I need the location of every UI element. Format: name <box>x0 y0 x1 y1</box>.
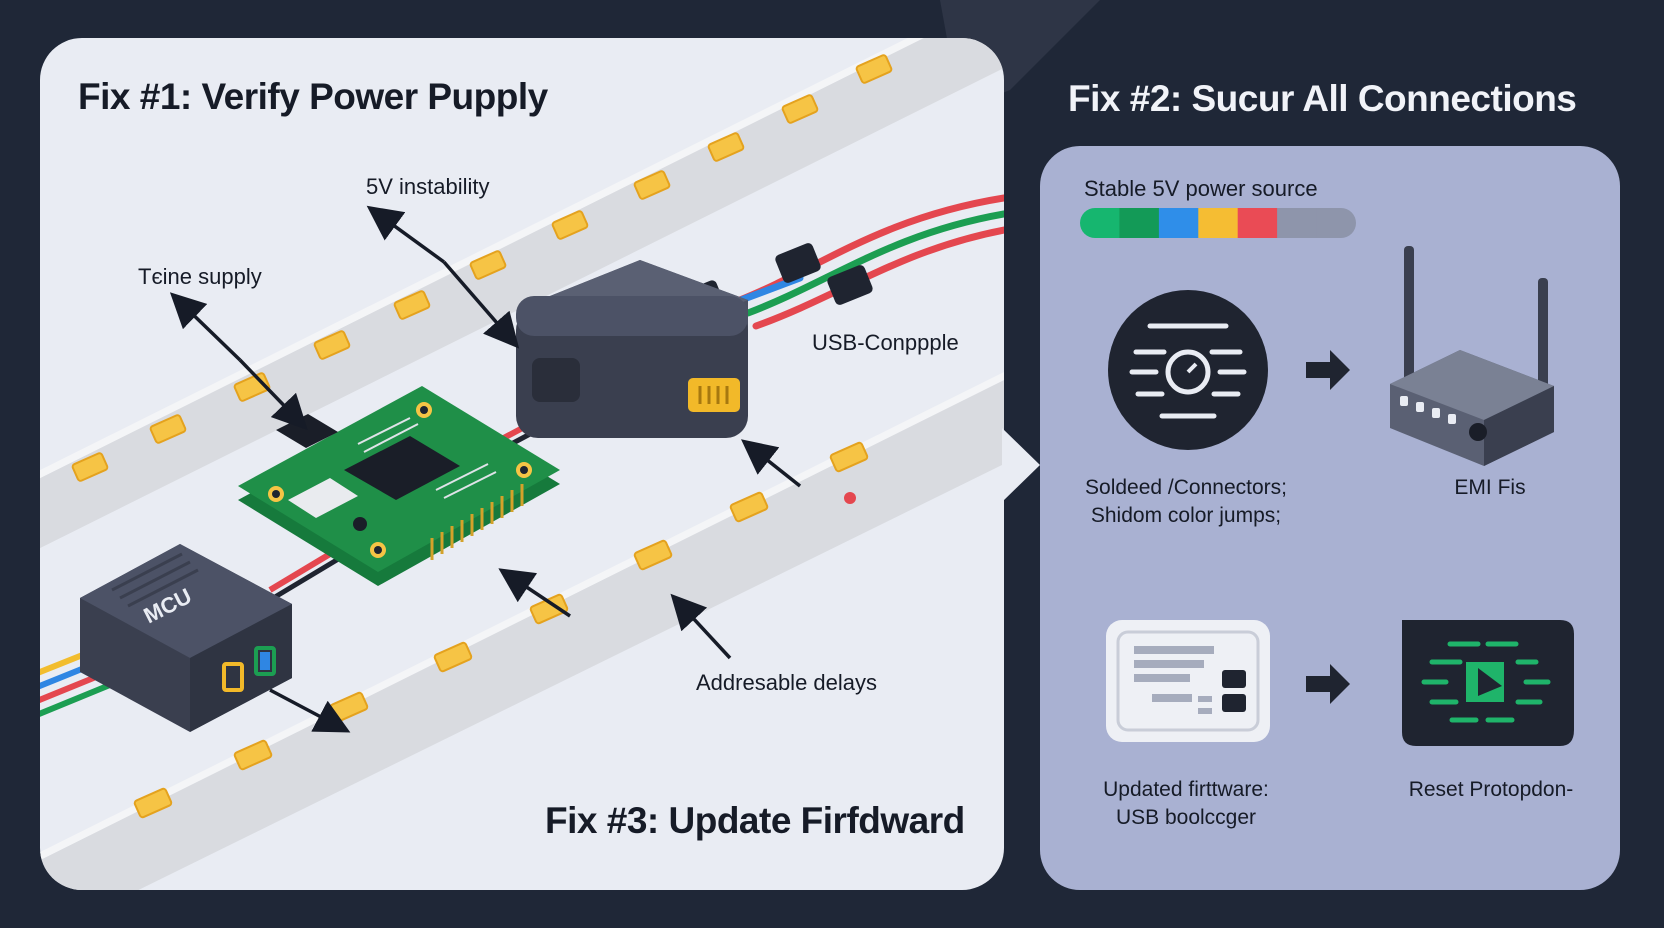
firmware-caption-line2: USB boolccger <box>1115 806 1257 829</box>
router-icon <box>1390 246 1554 466</box>
power-bar-segment <box>1237 208 1278 238</box>
emi-caption: EMI Fis <box>1454 476 1526 499</box>
chip-reset-icon <box>1402 620 1574 746</box>
led-strip-lower <box>40 372 1004 890</box>
pcb-controller <box>238 386 560 586</box>
mcu-device <box>80 544 292 732</box>
label-usb: USB-Conppple <box>812 330 959 355</box>
hardware-illustration: MCU <box>40 38 1004 890</box>
fix1-title: Fix #1: Verify Power Pupply <box>78 76 548 117</box>
connections-panel: Stable 5V power source <box>1040 146 1620 890</box>
connectors-caption-line2: Shidom color jumps; <box>1090 504 1282 527</box>
usb-input-wires <box>716 194 1004 330</box>
firmware-caption: Updated firttware: USB boolccger <box>1066 776 1306 832</box>
power-bar-segment <box>1277 208 1317 238</box>
power-supply-panel: MCU Fix #1: Verify Power Pupply 5V insta… <box>40 38 1004 890</box>
power-bar-segment <box>1316 208 1356 238</box>
reset-caption: Reset Protopdon- <box>1408 778 1574 801</box>
label-supply: Tєіne supply <box>138 264 262 289</box>
arrow-right-icon <box>1306 350 1350 390</box>
connectors-caption-line1: Soldeed /Connectors; <box>1085 476 1287 499</box>
power-bar-segment <box>1119 208 1160 238</box>
fix3-title: Fix #3: Update Firfdward <box>545 800 965 841</box>
firmware-caption-line1: Updated firttware: <box>1103 778 1269 801</box>
power-color-bar <box>1080 208 1356 238</box>
callout-arrows <box>169 205 802 733</box>
label-addressable-delays: Addresable delays <box>696 670 878 695</box>
power-source-label: Stable 5V power source <box>1084 176 1318 201</box>
connection-icons <box>1106 246 1574 746</box>
label-5v-instability: 5V instability <box>366 174 490 199</box>
fix2-title: Fix #2: Sucur All Connections <box>1068 78 1577 119</box>
panel-pointer <box>1002 428 1040 502</box>
arrow-right-icon <box>1306 664 1350 704</box>
firmware-card-icon <box>1106 620 1270 742</box>
connector-dial-icon <box>1108 290 1268 450</box>
connectors-caption: Soldeed /Connectors; Shidom color jumps; <box>1066 474 1306 530</box>
power-bar-segment <box>1158 208 1199 238</box>
usb-power-device <box>516 260 748 438</box>
power-bar-segment <box>1198 208 1239 238</box>
power-bar-segment <box>1080 208 1120 238</box>
